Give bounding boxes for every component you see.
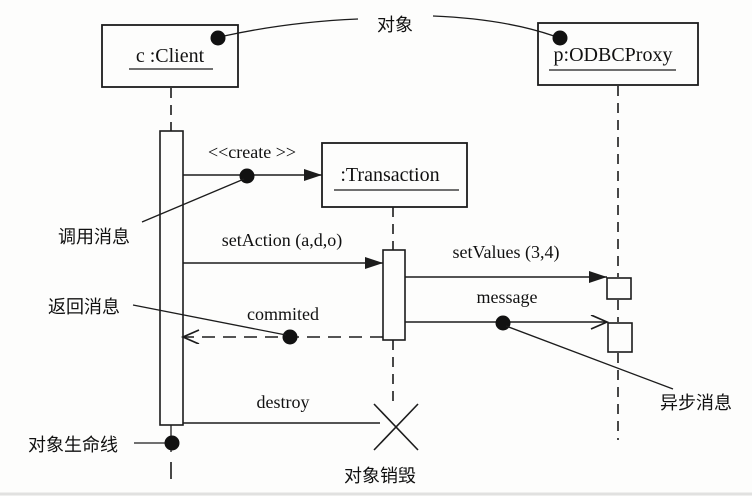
async-message-pointer-dot (495, 315, 511, 331)
message-set-values: setValues (3,4) (405, 242, 607, 283)
object-destroy-annotation-label: 对象销毁 (344, 466, 416, 486)
object-box-transaction: :Transaction (321, 142, 468, 208)
annotation-object-destroy: 对象销毁 (344, 466, 416, 486)
proxy-box-label: p:ODBCProxy (554, 44, 673, 66)
async-message-annotation-label: 异步消息 (660, 393, 732, 413)
message-create: <<create >> (183, 142, 322, 184)
call-message-pointer-line (141, 178, 245, 223)
proxy-activation-box-1 (606, 277, 632, 300)
return-message-pointer-line (132, 304, 287, 336)
object-lifeline-pointer-dot (164, 435, 180, 451)
object-box-proxy: p:ODBCProxy (537, 22, 699, 86)
call-message-pointer-dot (239, 168, 255, 184)
message-async: message (405, 287, 607, 331)
annotation-return-message: 返回消息 (48, 297, 287, 336)
destroy-label: destroy (257, 392, 310, 412)
client-lifeline (159, 88, 184, 479)
transaction-activation-bar (382, 249, 406, 341)
annotation-async-message: 异步消息 (505, 325, 732, 413)
object-annotation-label: 对象 (377, 15, 413, 35)
set-values-label: setValues (3,4) (453, 242, 560, 263)
message-commited: commited (183, 304, 383, 345)
async-message-pointer-line (505, 325, 674, 390)
proxy-lifeline (606, 86, 633, 440)
object-pointer-dot-proxy (552, 30, 568, 46)
annotation-call-message: 调用消息 (58, 178, 245, 247)
object-pointer-curve-left (223, 18, 359, 37)
transaction-box-rect (321, 142, 468, 208)
message-set-action: setAction (a,d,o) (183, 230, 383, 269)
destroy-x-mark (373, 403, 419, 451)
return-message-pointer-dot (282, 329, 298, 345)
client-box-label: c :Client (136, 45, 205, 67)
create-label: <<create >> (208, 142, 296, 162)
object-pointer-dot-client (210, 30, 226, 46)
client-activation-bar (159, 130, 184, 426)
message-destroy: destroy (183, 392, 380, 424)
annotation-object: 对象 (210, 15, 568, 46)
object-lifeline-annotation-label: 对象生命线 (28, 435, 118, 455)
transaction-lifeline (373, 207, 419, 451)
transaction-box-label: :Transaction (340, 164, 439, 186)
commited-label: commited (247, 304, 319, 324)
message-label: message (477, 287, 538, 307)
proxy-activation-box-2 (607, 322, 633, 353)
call-message-annotation-label: 调用消息 (58, 227, 130, 247)
object-pointer-curve-right (432, 15, 555, 37)
set-action-label: setAction (a,d,o) (222, 230, 342, 251)
return-message-annotation-label: 返回消息 (48, 297, 120, 317)
annotation-object-lifeline: 对象生命线 (28, 435, 180, 455)
